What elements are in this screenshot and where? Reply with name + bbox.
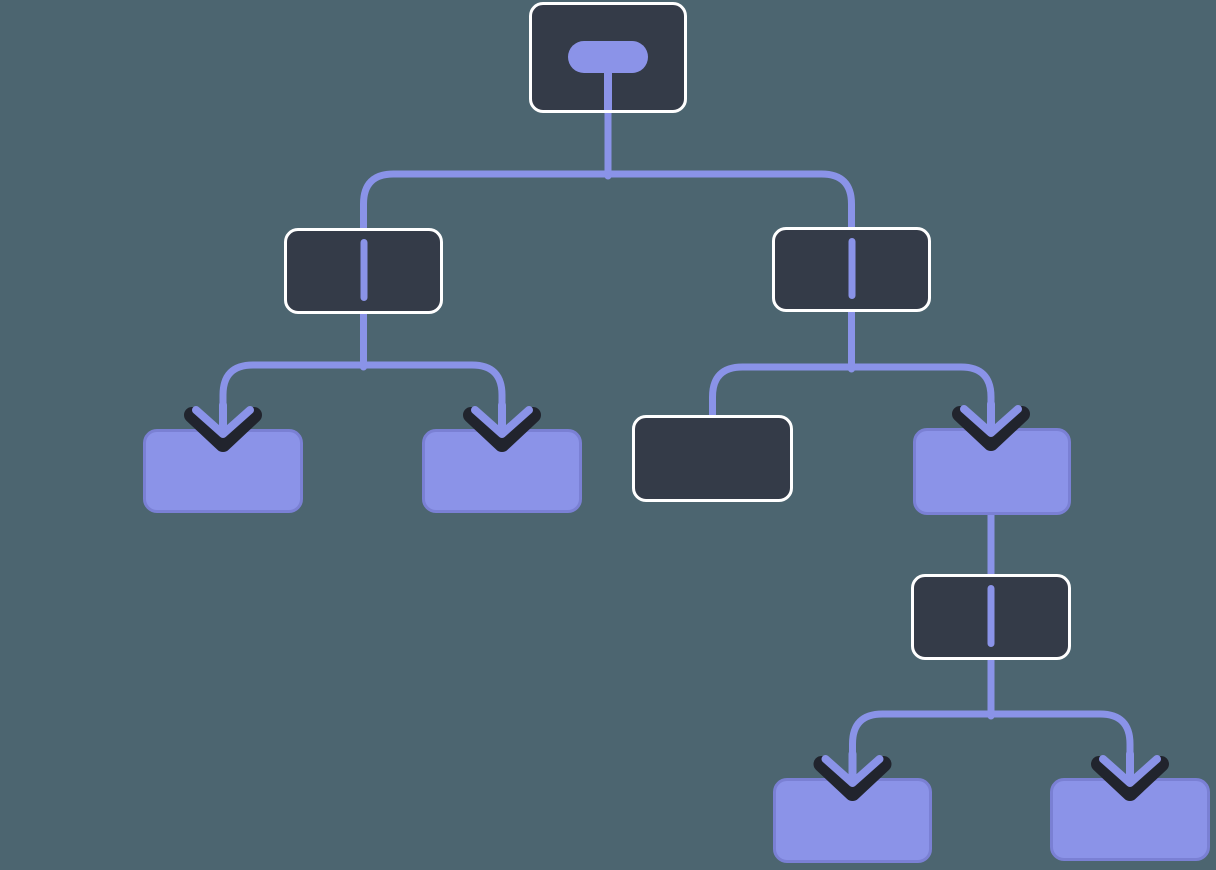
node-branch-right-2[interactable]: [911, 574, 1071, 660]
root-pill-icon: [568, 41, 648, 73]
node-leaf-right-1[interactable]: [913, 428, 1071, 515]
node-branch-left[interactable]: [284, 228, 443, 314]
node-leaf-left-1[interactable]: [143, 429, 303, 513]
node-right-empty[interactable]: [632, 415, 793, 502]
edge-junction-top: [360, 170, 855, 234]
node-leaf-bottom-2[interactable]: [1050, 778, 1210, 861]
node-root[interactable]: [529, 2, 687, 113]
edge-junction-bottom: [849, 710, 1134, 775]
node-leaf-left-2[interactable]: [422, 429, 582, 513]
edge-junction-right: [709, 363, 995, 425]
node-leaf-bottom-1[interactable]: [773, 778, 932, 863]
pass-through-line-icon: [848, 238, 855, 299]
root-pill-icon-stem: [604, 57, 612, 110]
pass-through-line-icon: [987, 585, 995, 647]
node-branch-right[interactable]: [772, 227, 931, 312]
pass-through-line-icon: [360, 239, 367, 301]
edge-junction-left: [219, 361, 506, 426]
